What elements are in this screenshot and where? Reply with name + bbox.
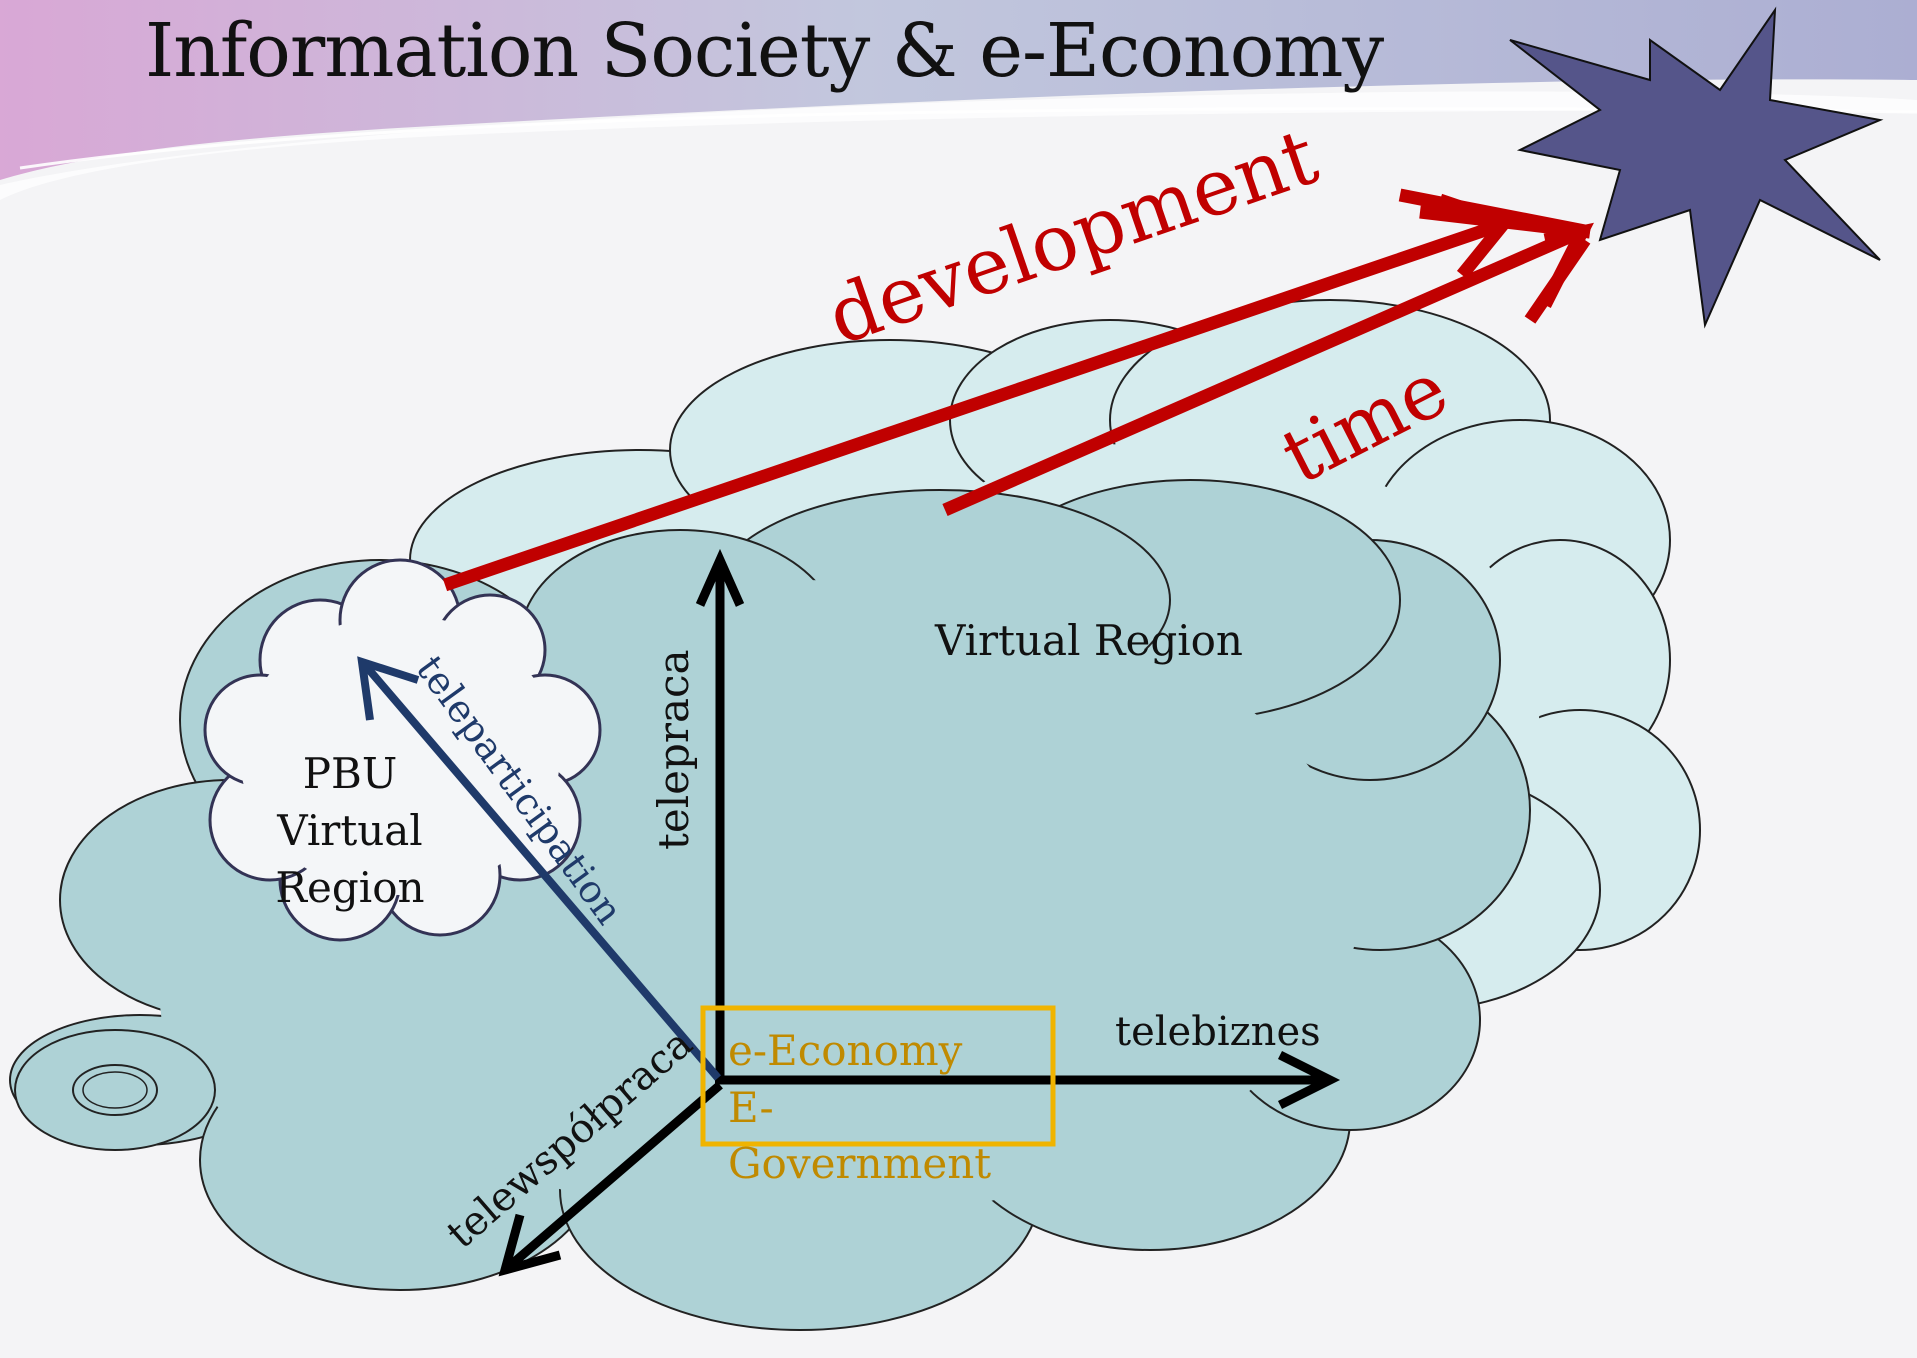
star-burst	[1509, 6, 1884, 329]
front-cloud	[9, 479, 1531, 1331]
small-side-cloud	[14, 1029, 216, 1151]
telepraca-label: telepraca	[649, 649, 698, 850]
center-box	[700, 1005, 1056, 1147]
center-box-line2: E-	[728, 1083, 774, 1132]
slide-title: Information Society & e-Economy	[145, 8, 1384, 94]
pbu-cloud	[203, 558, 602, 942]
pbu-label-line2: Virtual	[276, 806, 423, 855]
diagonal-down-axis	[502, 1081, 723, 1274]
pbu-label-line3: Region	[275, 863, 424, 912]
axes	[498, 548, 1341, 1277]
teleparticipation-arrow	[357, 656, 722, 1081]
pbu-label-line1: PBU	[303, 749, 398, 798]
telebiznes-label: telebiznes	[1115, 1009, 1321, 1055]
virtual-region-label: Virtual Region	[934, 616, 1243, 665]
time-arrow	[942, 188, 1594, 516]
center-box-line1: e-Economy	[728, 1026, 963, 1075]
center-box-line3: Government	[728, 1139, 991, 1188]
